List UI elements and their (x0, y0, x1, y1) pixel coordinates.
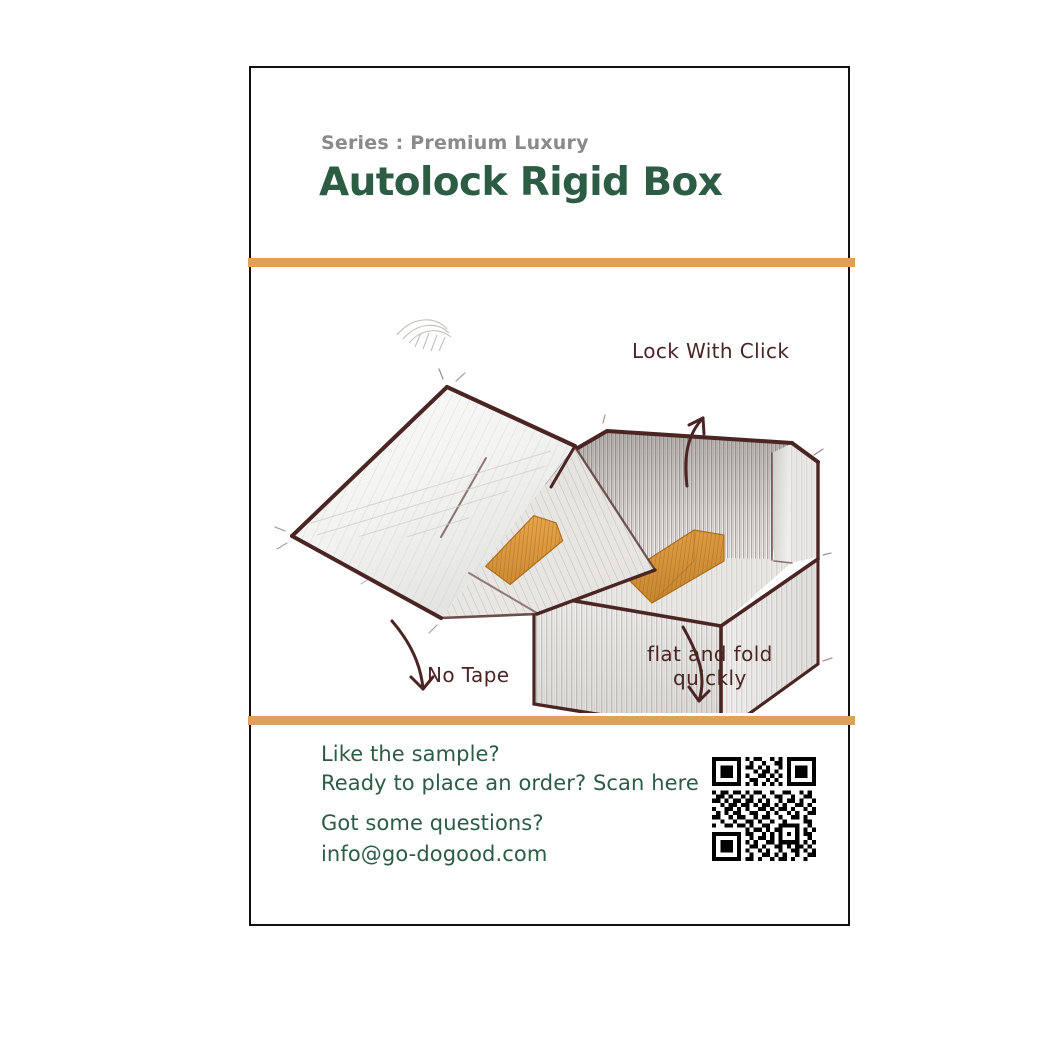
lid-scribble (396, 319, 452, 352)
divider-top (248, 258, 855, 267)
cta-scan-here: Ready to place an order? Scan here (321, 771, 699, 795)
label-flat-and-fold: flat and fold quickly (647, 642, 773, 690)
box-illustration (251, 273, 852, 713)
product-card: Series : Premium Luxury Autolock Rigid B… (248, 66, 855, 926)
page-title: Autolock Rigid Box (319, 160, 723, 205)
divider-bottom (248, 716, 855, 725)
sketch-box-group (274, 319, 833, 713)
arrow-lock (684, 416, 705, 488)
label-no-tape: No Tape (427, 663, 510, 687)
questions-prompt: Got some questions? (321, 811, 544, 835)
contact-email: info@go-dogood.com (321, 842, 548, 866)
arrow-no-tape (390, 619, 425, 691)
qr-code[interactable] (712, 757, 816, 861)
annotation-arrows (390, 416, 711, 703)
arrow-flat-fold (681, 625, 704, 703)
cta-like-the-sample: Like the sample? (321, 742, 500, 766)
label-flat-line-1: flat and fold (647, 642, 773, 666)
series-label: Series : Premium Luxury (321, 132, 589, 154)
label-flat-line-2: quickly (673, 666, 747, 690)
label-lock-with-click: Lock With Click (632, 339, 790, 363)
